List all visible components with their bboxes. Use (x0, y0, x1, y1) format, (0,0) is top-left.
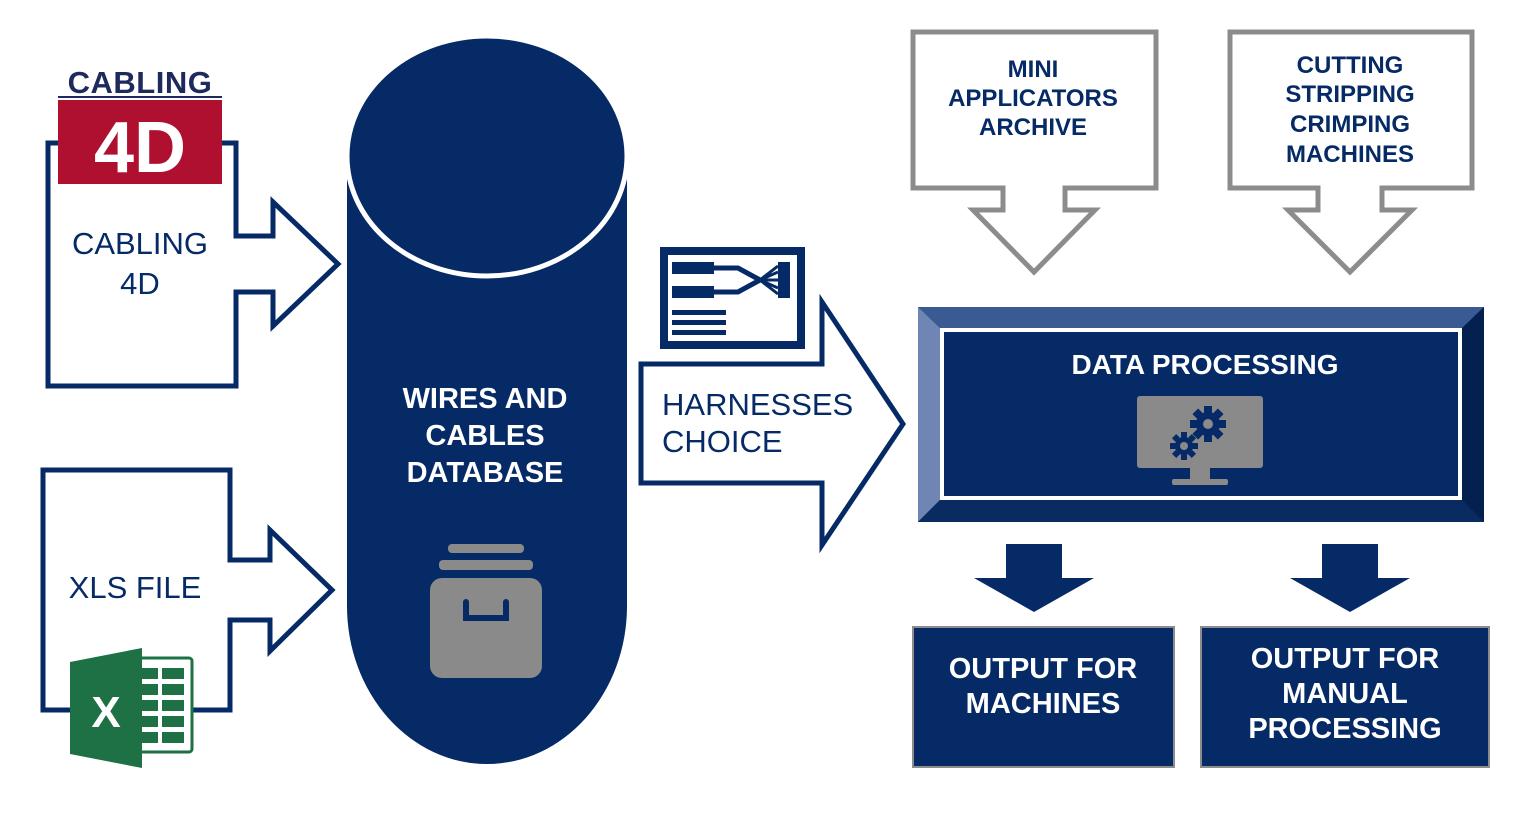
machines-label-line1: CUTTING (1297, 52, 1404, 79)
machines-label-line2: STRIPPING (1285, 81, 1414, 108)
harness-label-line1: HARNESSES (662, 387, 853, 422)
data-processing-title: DATA PROCESSING (1071, 349, 1338, 380)
machines-label-line3: CRIMPING (1290, 111, 1410, 138)
database-label-line1: WIRES AND (403, 383, 568, 415)
mini-applicators-arrow: MINI APPLICATORS ARCHIVE (910, 29, 1159, 276)
crimping-machines-arrow: CUTTING STRIPPING CRIMPING MACHINES (1227, 29, 1475, 276)
harness-choice-arrow: HARNESSES CHOICE (638, 293, 907, 554)
harness-label-line2: CHOICE (662, 424, 783, 459)
xls-label: XLS FILE (69, 570, 202, 605)
logo-mark: 4D (94, 108, 186, 188)
mini-label-line3: ARCHIVE (979, 114, 1087, 141)
logo-word: CABLING (68, 65, 213, 100)
output-manual-box: OUTPUT FOR MANUAL PROCESSING (1200, 626, 1490, 768)
output-machines-line1: OUTPUT FOR (949, 653, 1138, 685)
down-arrow-manual (1290, 544, 1410, 612)
output-machines-box: OUTPUT FOR MACHINES (912, 626, 1175, 768)
mini-label-line2: APPLICATORS (948, 85, 1118, 112)
output-machines-line2: MACHINES (966, 688, 1121, 720)
database-label-line3: DATABASE (407, 457, 564, 489)
output-manual-line1: OUTPUT FOR (1251, 643, 1440, 675)
harness-drawing-icon (660, 247, 805, 349)
excel-icon-letter: X (91, 688, 120, 737)
cabling4d-label-line1: CABLING (72, 226, 208, 261)
database-cylinder: WIRES AND CABLES DATABASE (344, 33, 630, 764)
output-manual-line2: MANUAL (1282, 678, 1408, 710)
machines-label-line4: MACHINES (1286, 141, 1414, 168)
mini-label-line1: MINI (1008, 56, 1059, 83)
monitor-gears-icon (1137, 396, 1263, 485)
cabling4d-label-line2: 4D (120, 266, 160, 301)
database-label-line2: CABLES (425, 420, 544, 452)
down-arrow-machines (974, 544, 1094, 612)
xls-input-arrow: XLS FILE (40, 467, 336, 713)
archive-box-icon (430, 544, 542, 678)
gear-icon (1190, 406, 1226, 442)
small-gear-icon (1170, 432, 1198, 460)
cabling4d-input-arrow: CABLING 4D (45, 140, 342, 389)
cabling-4d-logo: CABLING 4D (58, 65, 222, 188)
excel-icon: X (70, 648, 194, 768)
output-manual-line3: PROCESSING (1248, 713, 1441, 745)
